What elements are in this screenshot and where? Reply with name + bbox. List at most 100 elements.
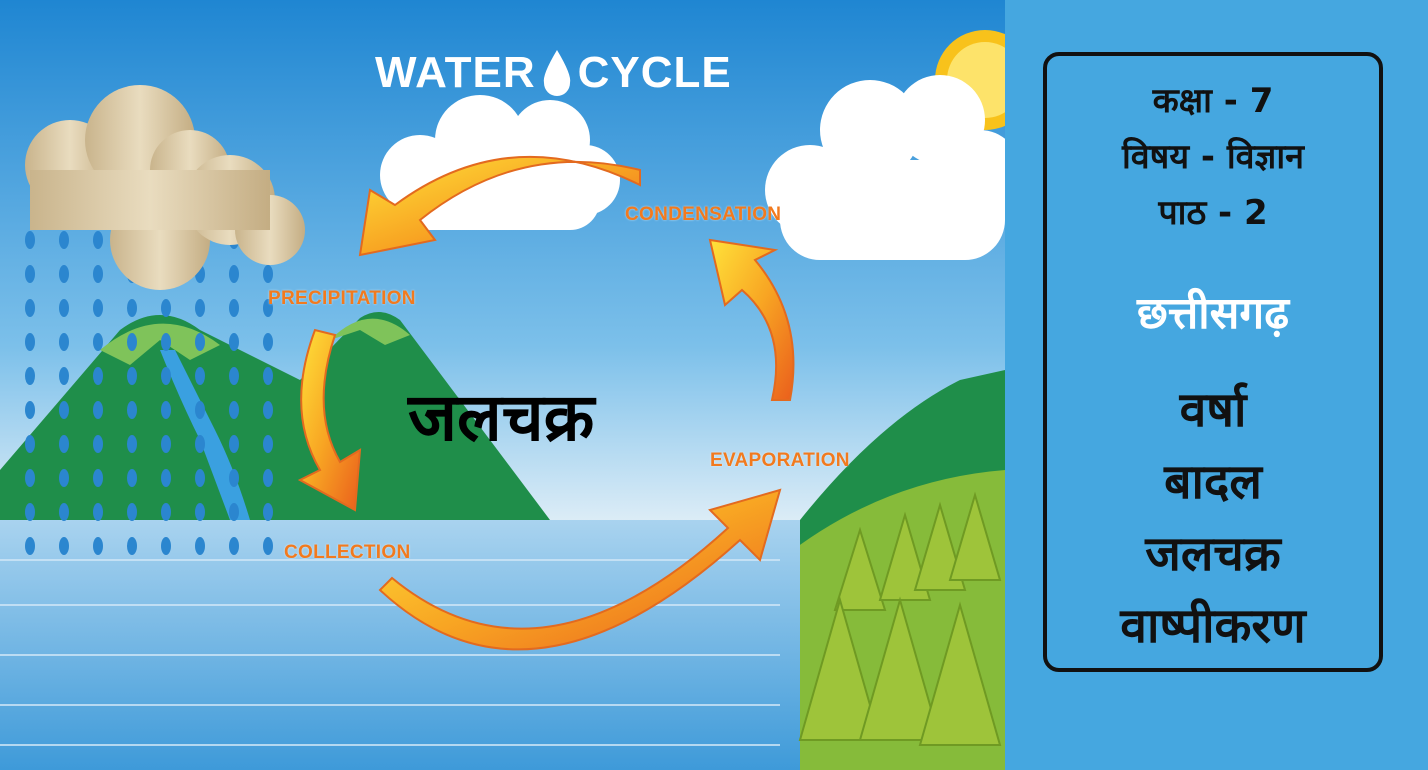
raindrop [229,265,239,283]
raindrop [25,299,35,317]
arrow-evaporation [378,488,782,651]
raindrop [127,537,137,555]
topic-item: वर्षा [1179,382,1247,438]
raindrop [229,401,239,419]
raindrop [93,367,103,385]
raindrop [229,333,239,351]
sea [0,520,800,770]
raindrop [59,469,69,487]
raindrop [59,231,69,249]
raindrop [127,401,137,419]
raindrop [195,299,205,317]
raindrop [59,401,69,419]
raindrop [25,367,35,385]
raindrop [93,435,103,453]
raindrop [93,299,103,317]
raindrop [59,299,69,317]
raindrop [263,367,273,385]
raindrop [25,469,35,487]
raindrop [263,401,273,419]
raindrop [161,537,171,555]
arrow-precipitation-down [297,328,362,512]
raindrop [195,503,205,521]
raindrop [263,265,273,283]
raindrop [93,231,103,249]
raindrop [263,469,273,487]
raindrop [263,299,273,317]
water-cycle-illustration: (function(){var g=document.currentScript… [0,0,1005,770]
raindrop [93,401,103,419]
raindrop [59,367,69,385]
state-title: छत्तीसगढ़ [1137,288,1289,339]
raindrop [161,435,171,453]
label-condensation: CONDENSATION [625,204,782,225]
raindrop [195,435,205,453]
raindrop [229,299,239,317]
subject-line: विषय - विज्ञान [1121,137,1305,177]
info-box: कक्षा - 7 विषय - विज्ञान पाठ - 2 छत्तीसग… [1043,52,1383,672]
raindrop [59,435,69,453]
raindrop [127,333,137,351]
raindrop [161,299,171,317]
raindrop [59,537,69,555]
raindrop [59,333,69,351]
raindrop [195,367,205,385]
title-cycle: CYCLE [577,48,732,97]
label-precipitation: PRECIPITATION [268,288,416,309]
water-cycle-title: WATER CYCLE [375,48,732,98]
raindrop [25,435,35,453]
river [160,350,250,520]
raindrop [195,401,205,419]
raindrop [161,367,171,385]
center-word: जलचक्र [408,379,595,456]
raindrop [25,503,35,521]
raindrop [263,435,273,453]
raindrop [161,469,171,487]
raindrop [229,469,239,487]
raindrop [161,503,171,521]
raindrop [93,333,103,351]
raindrop [25,333,35,351]
raindrop [195,469,205,487]
raindrop [93,469,103,487]
arrow-precipitation-top [358,155,641,257]
raindrop [93,537,103,555]
arrow-condensation [708,238,795,401]
raindrop [229,367,239,385]
raindrop [93,265,103,283]
raindrop [263,503,273,521]
raindrop [59,265,69,283]
raindrop [93,503,103,521]
raindrop [263,537,273,555]
raindrop [195,333,205,351]
raindrop [195,537,205,555]
raindrop [161,333,171,351]
raindrop [25,231,35,249]
raindrop [127,469,137,487]
raindrop [229,537,239,555]
info-panel: कक्षा - 7 विषय - विज्ञान पाठ - 2 छत्तीसग… [1005,0,1428,770]
lesson-line: पाठ - 2 [1158,193,1268,233]
raindrop [229,435,239,453]
raindrop [127,367,137,385]
label-collection: COLLECTION [284,542,411,563]
raindrops: (function(){var g=document.currentScript… [25,231,273,555]
raindrop [127,299,137,317]
water-drop-icon [543,50,570,96]
raindrop [229,503,239,521]
title-water: WATER [375,48,536,97]
topic-item: जलचक्र [1145,526,1281,582]
raindrop [161,401,171,419]
class-line: कक्षा - 7 [1152,81,1274,121]
mountain-left [0,311,550,520]
cloud-right [765,75,1005,260]
raindrop [25,265,35,283]
topic-item: वाष्पीकरण [1120,598,1306,654]
raindrop [59,503,69,521]
raindrop [263,333,273,351]
raindrop [25,401,35,419]
raindrop [127,503,137,521]
arrows [297,155,795,651]
rain-cloud [25,85,305,290]
raindrop [127,435,137,453]
